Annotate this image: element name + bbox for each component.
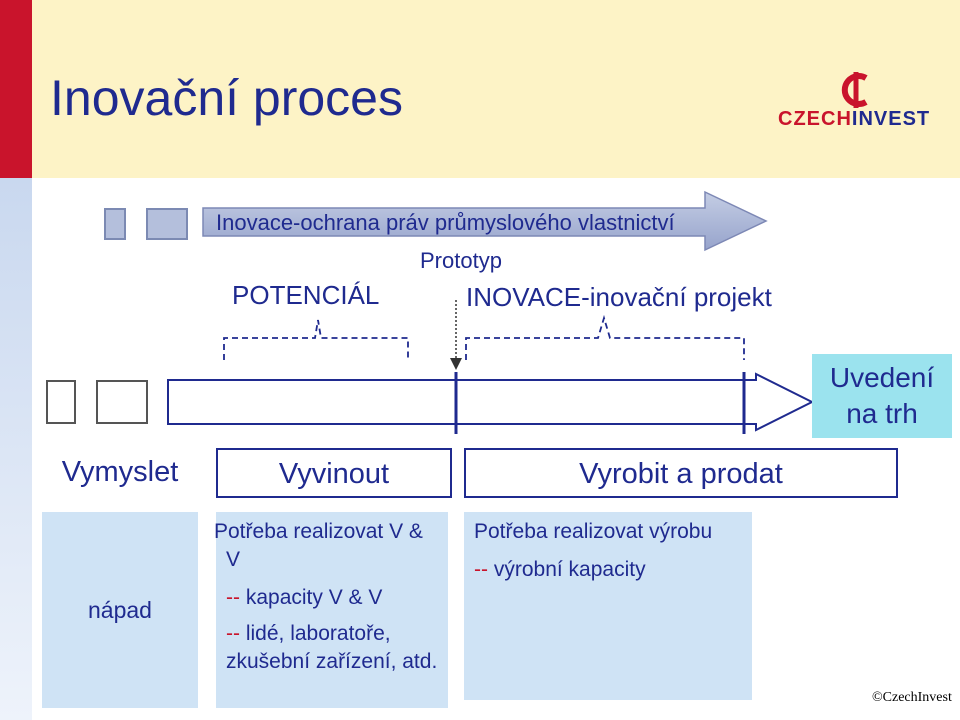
prototyp-label: Prototyp [420, 248, 502, 273]
logo-text: CZECHINVEST [778, 108, 931, 130]
logo-mark-icon [841, 72, 868, 108]
braces-overlay [223, 300, 745, 370]
small-square [104, 208, 126, 240]
market-launch-box: Uvedení na trh [812, 354, 952, 438]
inovace-label: INOVACE-inovační projekt [466, 282, 772, 312]
red-accent-bar [0, 0, 32, 178]
process-arrow [167, 372, 815, 434]
col2-item: -- lidé, laboratoře, zkušební zařízení, … [226, 622, 438, 673]
col3-item: -- výrobní kapacity [474, 558, 646, 581]
small-square [146, 208, 188, 240]
detail-box-vyroba: Potřeba realizovat výrobu -- výrobní kap… [464, 512, 752, 700]
arrow-label: Inovace-ochrana práv průmyslového vlastn… [216, 210, 675, 235]
czechinvest-logo: CZECHINVEST [778, 70, 930, 130]
phase-vyrobit: Vyrobit a prodat [464, 448, 898, 498]
header-band [0, 0, 960, 178]
copyright-text: ©CzechInvest [872, 690, 952, 705]
detail-box-vav: Potřeba realizovat V & V -- kapacity V &… [214, 512, 448, 708]
potencial-label: POTENCIÁL [232, 280, 380, 310]
col3-heading: Potřeba realizovat výrobu [474, 520, 713, 543]
phase-vyvinout: Vyvinout [216, 448, 452, 498]
stage-square [96, 380, 148, 424]
slide-title: Inovační proces [50, 70, 403, 126]
detail-box-napad: nápad [42, 512, 198, 708]
stage-square [46, 380, 76, 424]
left-gradient-stripe [0, 178, 32, 720]
napad-text: nápad [88, 597, 152, 623]
phase-vymyslet: Vymyslet [42, 448, 198, 496]
protection-arrow [202, 190, 768, 252]
col2-item: -- kapacity V & V [226, 586, 383, 609]
col2-heading: Potřeba realizovat V & V [214, 520, 423, 571]
